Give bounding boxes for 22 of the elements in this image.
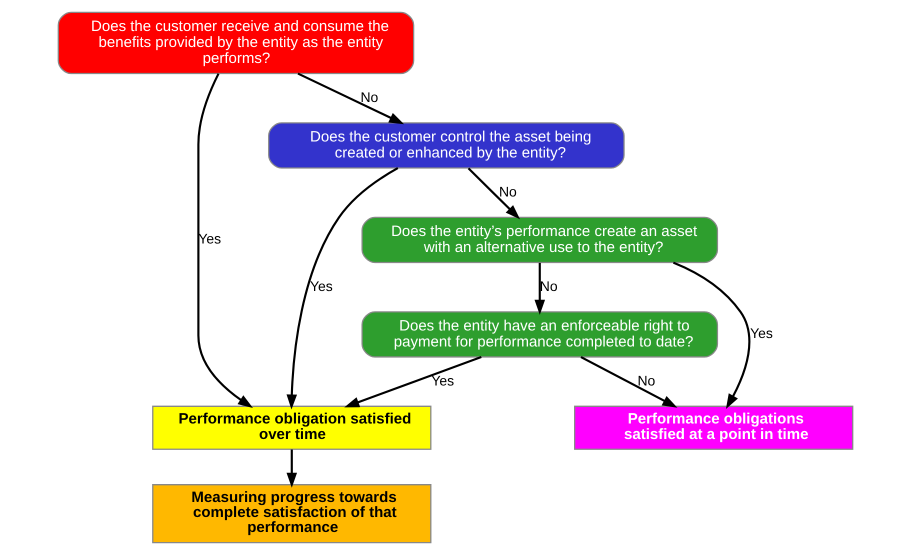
edge-label: Yes xyxy=(431,372,454,388)
arrow xyxy=(672,262,750,409)
edge-label: Yes xyxy=(750,325,773,342)
node-box: Measuring progress towards complete satisfaction of that performance xyxy=(152,484,432,544)
edge-label: No xyxy=(360,88,378,105)
arrow xyxy=(197,73,253,408)
node-box: Performance obligations satisfied at a point in time xyxy=(574,406,854,450)
edge-label: No xyxy=(498,183,517,200)
arrow xyxy=(468,168,520,220)
edge-label: Yes xyxy=(310,278,333,294)
node-box: Does the entity’s performance create an asset with an alternative use to the entity? xyxy=(361,216,718,264)
node-box: Does the customer control the asset being created or enhanced by the entity? xyxy=(268,122,625,169)
arrow xyxy=(580,356,678,408)
arrow xyxy=(534,262,546,315)
node-box: Performance obligation satisfied over time xyxy=(152,406,432,450)
arrow xyxy=(286,167,398,410)
arrow xyxy=(298,72,404,124)
node-box: Does the customer receive and consume the benefits provided by the entity as the entity performs? xyxy=(58,12,414,74)
node-box: Does the entity have an enforceable right to payment for performance completed to date? xyxy=(361,311,718,358)
arrow xyxy=(286,450,298,488)
edge-label: No xyxy=(637,372,656,388)
arrow xyxy=(344,356,482,408)
